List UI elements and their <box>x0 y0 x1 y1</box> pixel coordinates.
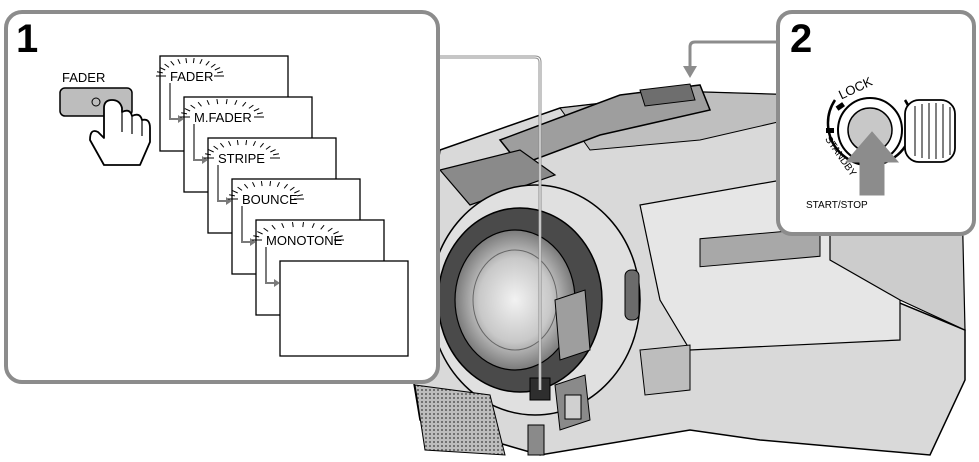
fader-screen-blank <box>280 261 408 356</box>
step-2-panel: 2 LOCK STANDBY START/STOP <box>778 12 974 234</box>
fader-screen-label: STRIPE <box>218 151 265 166</box>
step-2-number: 2 <box>790 17 812 61</box>
start-stop-label: START/STOP <box>806 200 868 211</box>
fader-button-label: FADER <box>62 70 105 85</box>
fader-screen-label: MONOTONE <box>266 233 343 248</box>
fader-screen-label: FADER <box>170 69 213 84</box>
callout-line-panel2 <box>690 42 778 72</box>
step-1-panel: 1 FADER FADER M.FADER STRIPE BOUNCE MONOTONE <box>6 12 438 382</box>
fader-screen-label: BOUNCE <box>242 192 298 207</box>
fader-screen-label: M.FADER <box>194 110 252 125</box>
zoom-dial <box>625 270 639 320</box>
side-switch <box>555 290 590 360</box>
step-1-number: 1 <box>16 17 38 61</box>
